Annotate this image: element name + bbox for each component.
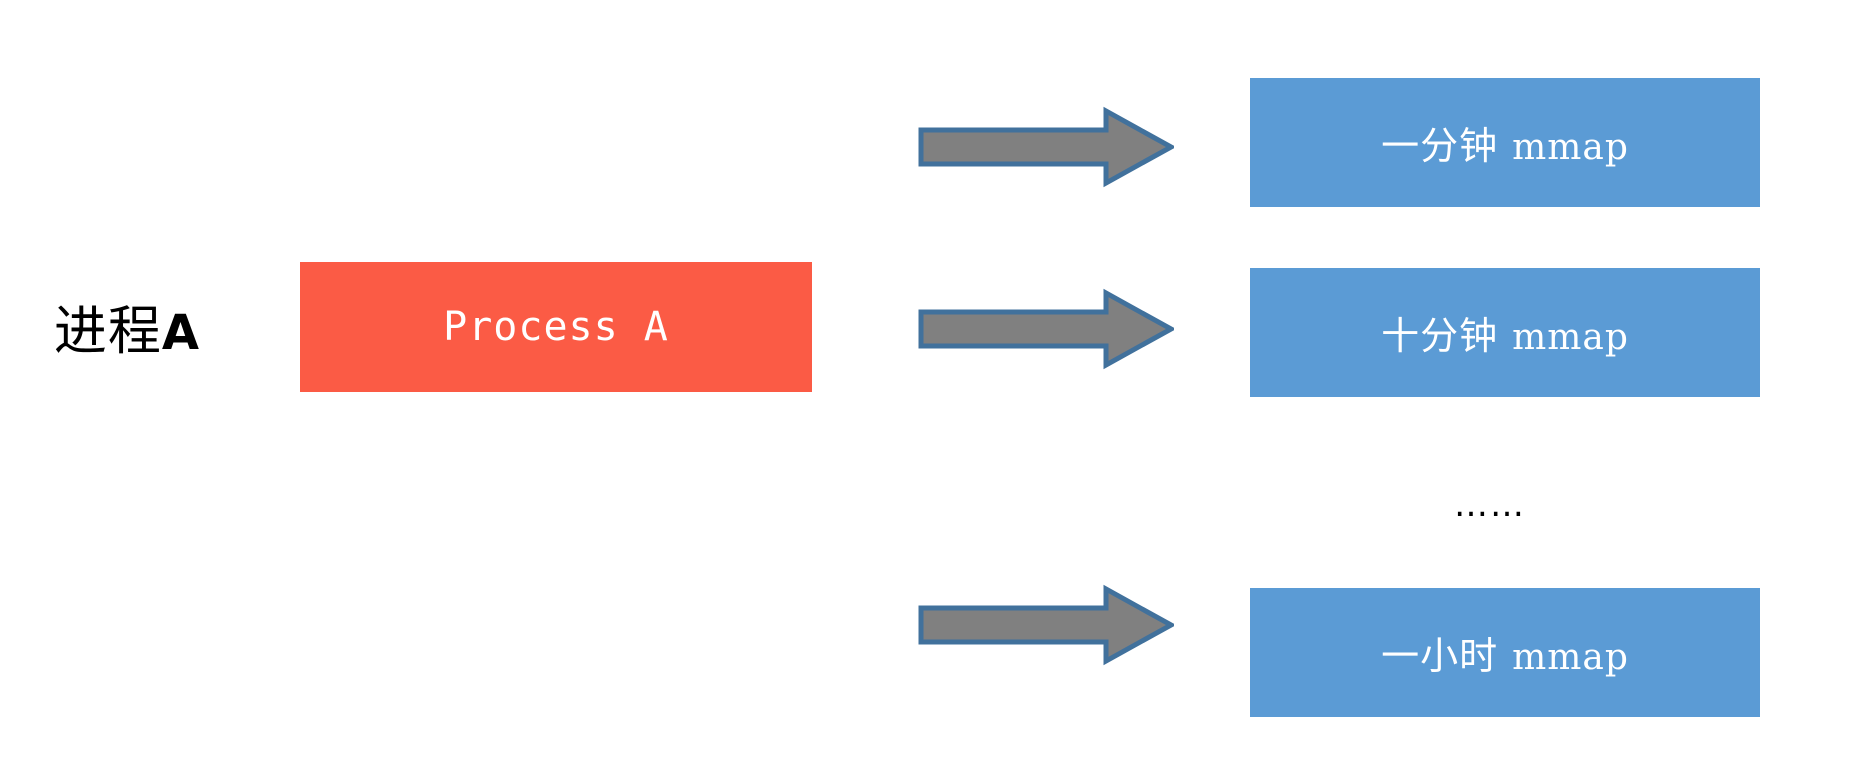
mmap-box-2-cjk: 十分钟: [1381, 314, 1499, 358]
mmap-box-2-label: 十分钟 mmap: [1381, 305, 1629, 360]
mmap-box-1-suffix: mmap: [1512, 127, 1629, 168]
process-label: 进程A: [22, 296, 232, 368]
arrow-to-mmap-3: [918, 584, 1174, 666]
mmap-box-2[interactable]: 十分钟 mmap: [1250, 268, 1760, 397]
mmap-box-3[interactable]: 一小时 mmap: [1250, 588, 1760, 717]
process-a-box[interactable]: Process A: [300, 262, 812, 392]
mmap-box-1-label: 一分钟 mmap: [1381, 115, 1629, 170]
mmap-box-3-label: 一小时 mmap: [1381, 625, 1629, 680]
right-arrow-icon: [918, 584, 1174, 666]
ellipsis-indicator: ……: [1454, 485, 1526, 525]
process-label-latin: A: [161, 305, 201, 361]
arrow-to-mmap-2: [918, 288, 1174, 370]
mmap-box-3-cjk: 一小时: [1381, 634, 1499, 678]
arrow-to-mmap-1: [918, 106, 1174, 188]
right-arrow-icon: [918, 288, 1174, 370]
mmap-box-2-suffix: mmap: [1512, 317, 1629, 358]
right-arrow-icon: [918, 106, 1174, 188]
mmap-box-1-cjk: 一分钟: [1381, 124, 1499, 168]
mmap-box-3-suffix: mmap: [1512, 637, 1629, 678]
process-a-box-label: Process A: [443, 304, 669, 350]
mmap-box-1[interactable]: 一分钟 mmap: [1250, 78, 1760, 207]
process-label-cjk: 进程: [53, 301, 162, 362]
